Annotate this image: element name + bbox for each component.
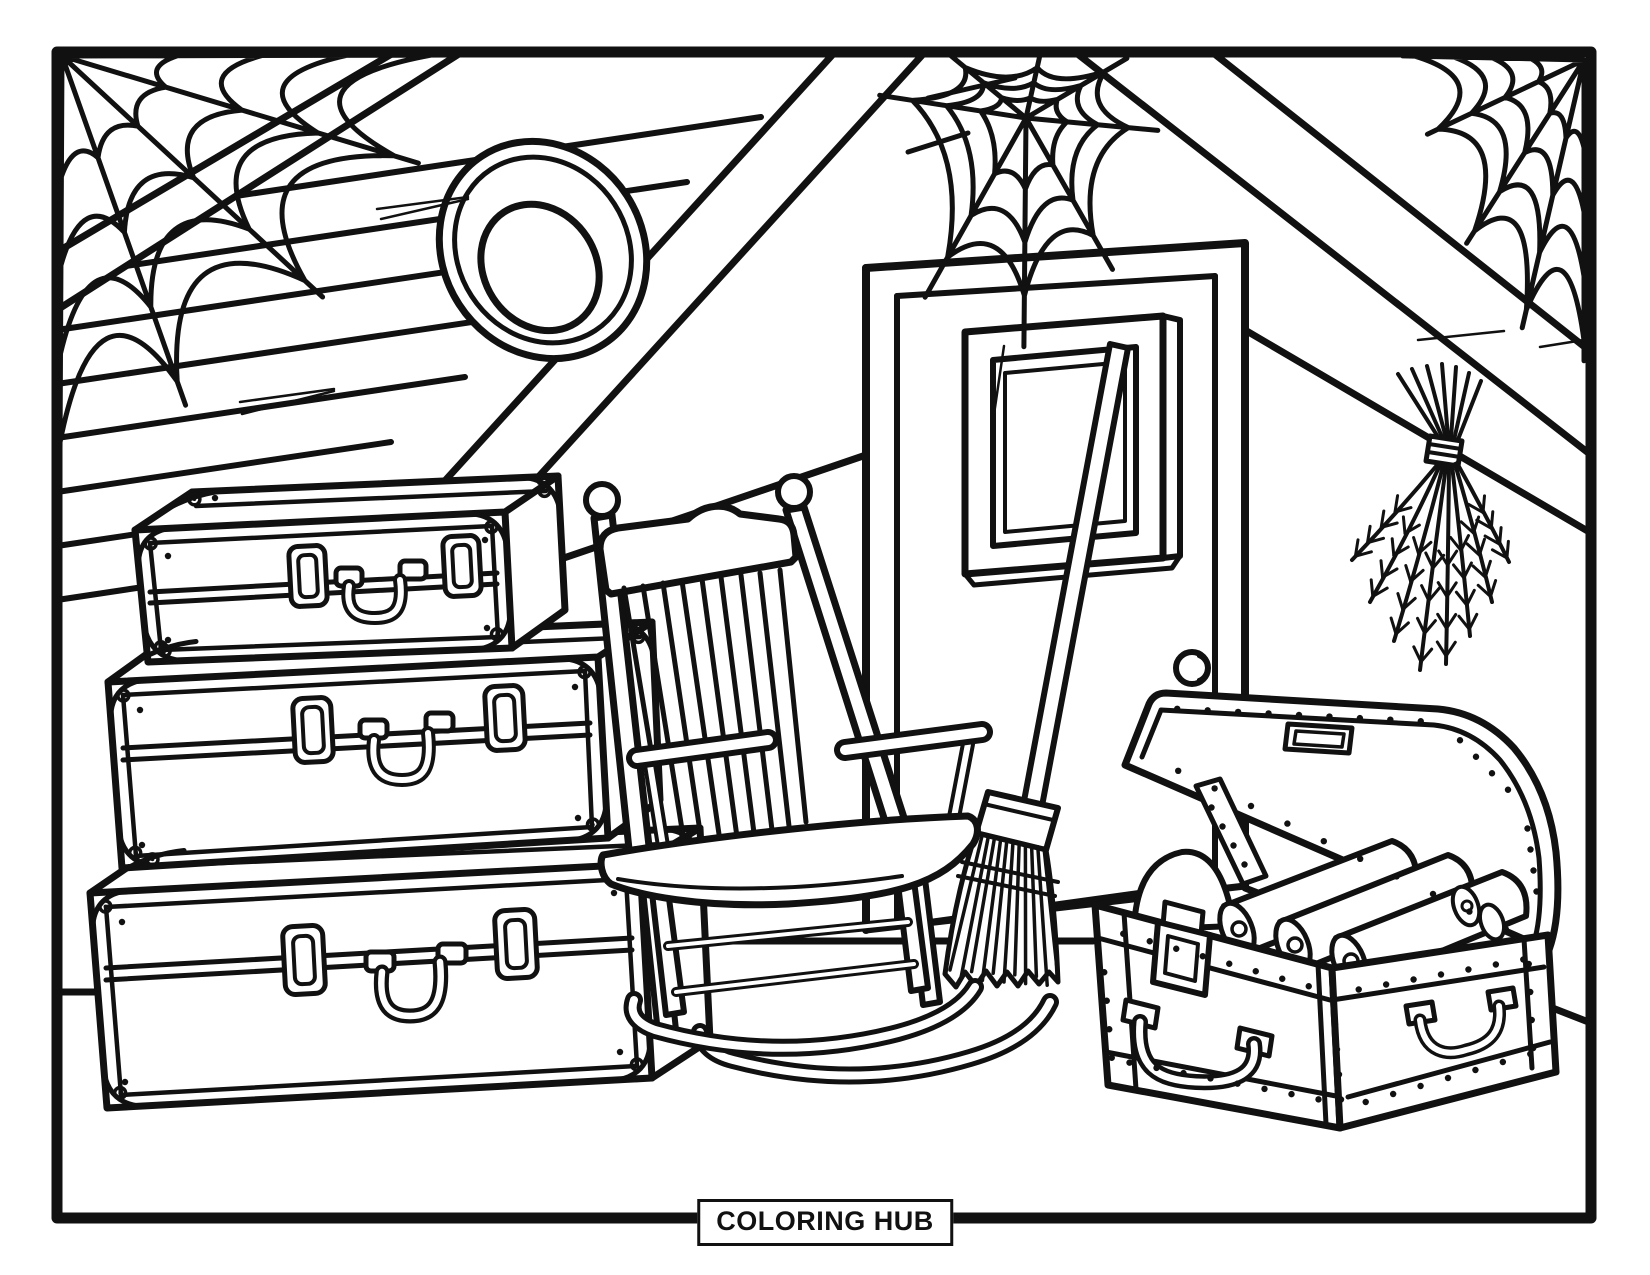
chair-armrests: [626, 721, 993, 859]
chair-post-knob: [583, 481, 621, 519]
latch: [440, 533, 484, 599]
trunk-top: [131, 472, 569, 666]
chair-rockers: [623, 978, 1059, 1085]
latch: [286, 543, 330, 609]
trunk-handle: [363, 941, 469, 1024]
chair-stretchers: [663, 917, 919, 997]
chair-seat-edge: [616, 874, 904, 891]
chair-back-slats: [621, 567, 809, 855]
dried-herbs-bundle: [1350, 362, 1511, 672]
latch: [280, 923, 328, 997]
chest-latch: [1150, 899, 1213, 998]
latch: [290, 695, 336, 765]
broom: [942, 341, 1131, 990]
trunk-handle: [333, 558, 429, 625]
sparkle-accents: [238, 195, 1592, 430]
chair-post-knob: [775, 473, 813, 511]
chest-side-handle: [1403, 985, 1519, 1060]
chest-rivets: [1101, 705, 1540, 1106]
porthole-window: [435, 137, 651, 363]
chair-top-rail: [596, 502, 800, 598]
broom-bristle-lines: [948, 834, 1060, 987]
brand-badge: COLORING HUB: [697, 1199, 953, 1246]
rolled-blankets: [1131, 838, 1530, 990]
chair-seat: [597, 812, 981, 909]
chest-front-handle: [1120, 997, 1275, 1091]
latch: [482, 683, 528, 753]
open-chest: [1091, 689, 1562, 1132]
door-knob: [1173, 649, 1211, 687]
trunk-handle: [357, 710, 456, 787]
latch: [492, 907, 540, 981]
fabric-mound: [1131, 848, 1237, 933]
broom-wrap-band: [956, 860, 1060, 898]
rocking-chair: [583, 473, 1059, 1085]
brand-label: COLORING HUB: [716, 1206, 934, 1236]
